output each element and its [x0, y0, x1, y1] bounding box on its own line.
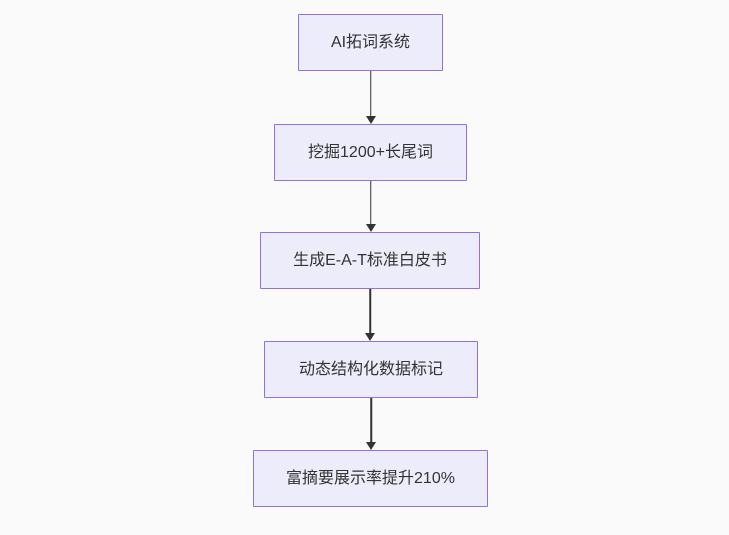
node-label: AI拓词系统 [330, 33, 411, 51]
arrowhead-down-icon [366, 442, 376, 450]
edge-line [369, 71, 372, 120]
arrowhead-down-icon [365, 224, 376, 232]
flow-node-step3: 生成E-A-T标准白皮书 [260, 232, 480, 289]
flow-node-step4: 动态结构化数据标记 [264, 341, 478, 398]
flow-node-step1: AI拓词系统 [298, 14, 443, 71]
arrowhead-down-icon [365, 116, 376, 124]
flow-node-step2: 挖掘1200+长尾词 [274, 124, 467, 181]
node-label: 富摘要展示率提升210% [286, 469, 455, 487]
edge-line [369, 181, 372, 228]
node-label: 生成E-A-T标准白皮书 [293, 251, 447, 269]
edge-line [370, 398, 372, 446]
node-label: 挖掘1200+长尾词 [308, 143, 433, 161]
flow-edge [365, 71, 377, 124]
flow-edge [365, 181, 377, 232]
node-label: 动态结构化数据标记 [298, 360, 443, 378]
flow-edge [365, 398, 377, 450]
flow-edge [364, 289, 376, 341]
arrowhead-down-icon [365, 333, 375, 341]
edge-line [369, 289, 371, 337]
flow-node-step5: 富摘要展示率提升210% [253, 450, 488, 507]
